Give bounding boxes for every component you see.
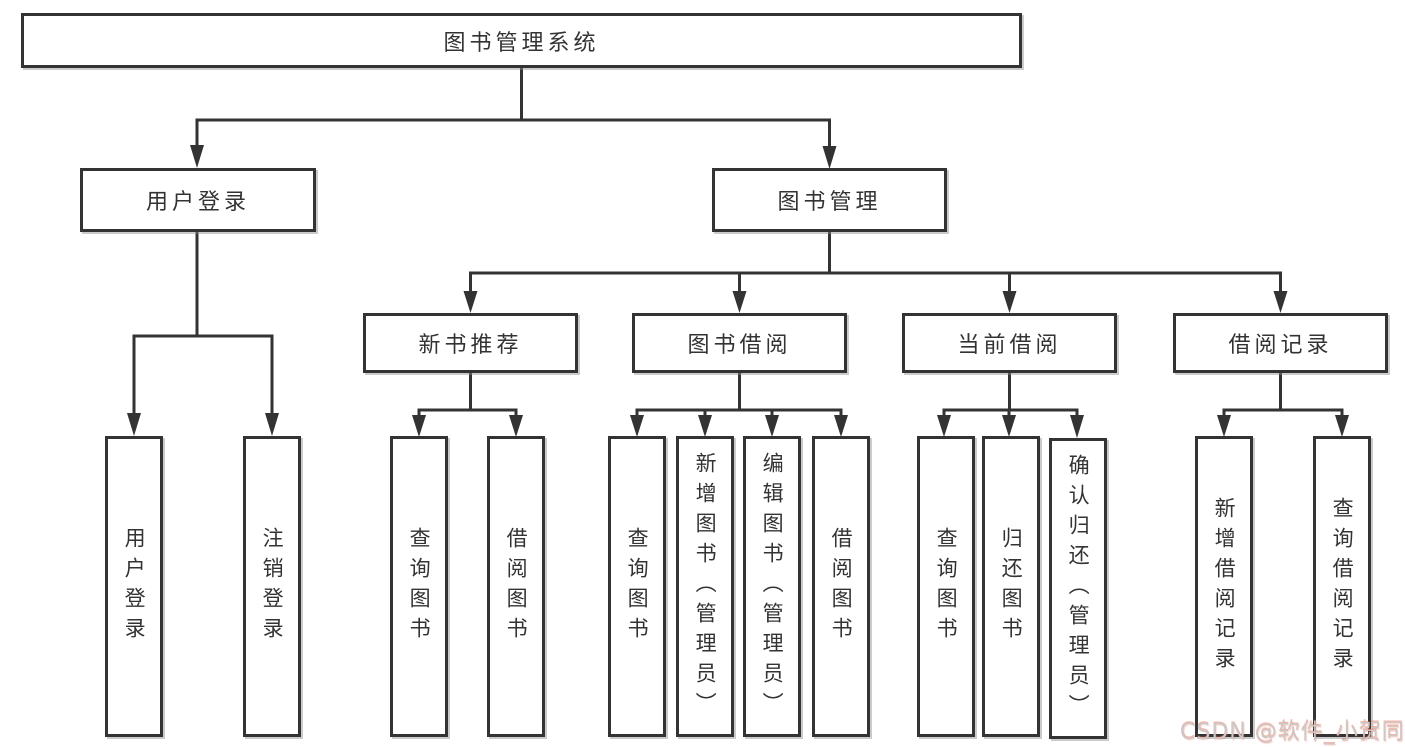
node-new-book-recommendation-label: 新书推荐 (418, 333, 523, 358)
node-borrowing-records: 借阅记录 (1173, 313, 1388, 373)
node-book-borrowing: 图书借阅 (632, 313, 847, 373)
leaf-return-books: 归还图书 (982, 436, 1040, 737)
leaf-query-books-borrowing: 查询图书 (608, 436, 666, 737)
leaf-logout: 注销登录 (243, 436, 301, 737)
leaf-borrow-books-recommend: 借阅图书 (487, 436, 545, 737)
leaf-query-books-borrowing-label: 查询图书 (625, 526, 650, 647)
leaf-add-books-admin-label: 新增图书（管理员） (693, 451, 718, 722)
leaf-edit-books-admin: 编辑图书（管理员） (743, 436, 801, 737)
leaf-add-books-admin: 新增图书（管理员） (676, 436, 734, 737)
node-current-borrowing: 当前借阅 (902, 313, 1117, 373)
node-user-login-label: 用户登录 (145, 190, 250, 215)
leaf-query-books-current-label: 查询图书 (934, 526, 959, 647)
leaf-confirm-return-admin: 确认归还（管理员） (1049, 438, 1107, 739)
leaf-edit-books-admin-label: 编辑图书（管理员） (760, 451, 785, 722)
node-root-label: 图书管理系统 (443, 30, 600, 56)
node-new-book-recommendation: 新书推荐 (363, 313, 578, 373)
leaf-query-borrow-record-label: 查询借阅记录 (1330, 496, 1355, 677)
node-book-management-label: 图书管理 (777, 190, 882, 215)
leaf-borrow-books: 借阅图书 (812, 436, 870, 737)
leaf-add-borrow-record-label: 新增借阅记录 (1212, 496, 1237, 677)
node-root-library-system: 图书管理系统 (21, 13, 1022, 68)
leaf-borrow-books-label: 借阅图书 (829, 526, 854, 647)
leaf-add-borrow-record: 新增借阅记录 (1195, 436, 1253, 737)
leaf-borrow-books-recommend-label: 借阅图书 (504, 526, 529, 647)
node-book-management: 图书管理 (712, 168, 947, 232)
node-borrowing-records-label: 借阅记录 (1228, 333, 1333, 358)
leaf-return-books-label: 归还图书 (999, 526, 1024, 647)
node-book-borrowing-label: 图书借阅 (687, 333, 792, 358)
leaf-query-borrow-record: 查询借阅记录 (1313, 436, 1371, 737)
leaf-logout-label: 注销登录 (260, 526, 285, 647)
node-current-borrowing-label: 当前借阅 (957, 333, 1062, 358)
leaf-user-login-label: 用户登录 (122, 526, 147, 647)
leaf-query-books-recommend-label: 查询图书 (407, 526, 432, 647)
leaf-user-login: 用户登录 (105, 436, 163, 737)
leaf-query-books-current: 查询图书 (917, 436, 975, 737)
node-user-login: 用户登录 (80, 168, 316, 232)
leaf-confirm-return-admin-label: 确认归还（管理员） (1066, 453, 1091, 724)
leaf-query-books-recommend: 查询图书 (390, 436, 448, 737)
csdn-watermark: CSDN @软件_小贺同学 (1180, 720, 1405, 745)
